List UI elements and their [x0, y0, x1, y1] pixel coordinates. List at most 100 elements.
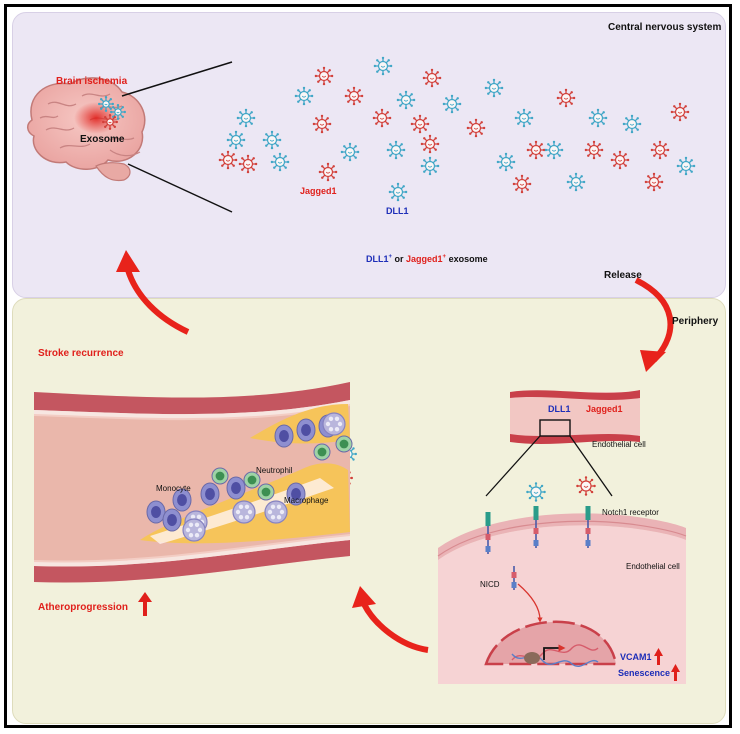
monocyte-cell — [226, 476, 246, 500]
exosome-dll1 — [514, 108, 534, 128]
vessel-jagged1-label: Jagged1 — [586, 404, 623, 414]
nicd-fragment — [511, 566, 517, 590]
notch-receptor-layer — [485, 506, 591, 590]
exosome-dll1 — [396, 90, 416, 110]
exosome-jagged1 — [584, 140, 604, 160]
brain-exosome — [102, 114, 119, 130]
exosome-dll1 — [373, 56, 393, 76]
immune-cell-layer — [146, 412, 353, 542]
zoom-line-top — [121, 61, 233, 97]
zoom-line-left — [485, 435, 541, 497]
exosome-jagged1 — [372, 108, 392, 128]
exosome-dll1 — [442, 94, 462, 114]
stroke-arrowhead — [116, 250, 140, 272]
release-arrowhead — [640, 350, 666, 372]
exosome-jagged1 — [312, 114, 332, 134]
legend-dll1: DLL1 — [366, 254, 389, 264]
exosome-dll1 — [262, 130, 282, 150]
legend-or: or — [392, 254, 407, 264]
vessel-dll1-label: DLL1 — [548, 404, 571, 414]
monocyte-cell — [274, 424, 294, 448]
release-label: Release — [604, 270, 642, 281]
neutrophil-cell — [243, 471, 261, 489]
stroke-arrow — [125, 269, 190, 335]
small-vessel — [510, 390, 640, 444]
notch1-receptor-label: Notch1 receptor — [602, 508, 659, 517]
monocyte-cell — [162, 508, 182, 532]
zoom-line-right — [569, 435, 613, 497]
dll1-label: DLL1 — [386, 206, 409, 216]
exosome-dll1 — [566, 172, 586, 192]
endothelial-cell-label-1: Endothelial cell — [592, 440, 646, 449]
brain-exosome — [110, 104, 127, 121]
vcam-up-arrow — [654, 648, 663, 665]
release-arrow — [634, 277, 674, 363]
notch1-receptor — [485, 512, 491, 554]
atheroprogression-label: Atheroprogression — [38, 602, 129, 613]
exosome-dll1 — [236, 108, 256, 128]
macrophage-cell — [322, 412, 346, 436]
bound-exosome-dll1 — [526, 482, 546, 502]
exosome-legend: DLL1+ or Jagged1+ exosome — [366, 254, 488, 264]
exosome-label: Exosome — [80, 134, 125, 145]
macrophage-cell — [182, 518, 206, 542]
exosome-dll1 — [622, 114, 642, 134]
neutrophil-cell — [257, 483, 275, 501]
exosome-dll1 — [388, 182, 408, 202]
jagged1-label: Jagged1 — [300, 186, 337, 196]
exosome-jagged1 — [344, 86, 364, 106]
endothelial-cell-label-2: Endothelial cell — [626, 562, 680, 571]
exosome-dll1 — [270, 152, 290, 172]
exosome-dll1 — [294, 86, 314, 106]
macrophage-cell — [232, 500, 256, 524]
macrophage-cell — [264, 500, 288, 524]
bound-exosome-jagged1 — [576, 476, 596, 496]
exosome-jagged1 — [466, 118, 486, 138]
senescence-up-arrow — [671, 664, 680, 681]
exosome-jagged1 — [218, 150, 238, 170]
exosome-dll1 — [544, 140, 564, 160]
brain-exosome — [98, 96, 115, 113]
exosome-jagged1 — [420, 134, 440, 154]
athero-up-arrow — [138, 592, 152, 616]
monocyte-cell — [296, 418, 316, 442]
exosome-jagged1 — [314, 66, 334, 86]
monocyte-label: Monocyte — [156, 484, 191, 493]
monocyte-cell — [286, 482, 306, 506]
periphery-title: Periphery — [672, 316, 719, 327]
exosome-jagged1 — [318, 162, 338, 182]
zoom-box — [539, 419, 571, 437]
exosome-jagged1 — [644, 172, 664, 192]
neutrophil-cell — [211, 467, 229, 485]
macrophage-label: Macrophage — [284, 496, 329, 505]
exosome-jagged1 — [422, 68, 442, 88]
neutrophil-cell — [335, 435, 353, 453]
exosome-jagged1 — [556, 88, 576, 108]
legend-jagged1: Jagged1 — [406, 254, 443, 264]
artery-illustration — [34, 382, 350, 583]
exosome-jagged1 — [410, 114, 430, 134]
neutrophil-cell — [313, 443, 331, 461]
exosome-dll1 — [484, 78, 504, 98]
cns-title: Central nervous system — [608, 22, 722, 33]
notch1-receptor — [585, 506, 591, 548]
brain-ischemia-label: Brain ischemia — [56, 76, 128, 87]
exosome-jagged1 — [670, 102, 690, 122]
monocyte-cell — [146, 500, 166, 524]
monocyte-cell — [200, 482, 220, 506]
exosome-dll1 — [420, 156, 440, 176]
stroke-recurrence-label: Stroke recurrence — [38, 348, 124, 359]
nicd-label: NICD — [480, 580, 500, 589]
exosome-dll1 — [676, 156, 696, 176]
exosome-jagged1 — [238, 154, 258, 174]
senescence-label: Senescence — [618, 668, 671, 678]
legend-exosome: exosome — [446, 254, 488, 264]
exosome-dll1 — [386, 140, 406, 160]
exosome-jagged1 — [650, 140, 670, 160]
exosome-dll1 — [340, 142, 360, 162]
monocyte-cell — [172, 488, 192, 512]
exosome-dll1 — [226, 130, 246, 150]
notch1-receptor — [533, 506, 539, 548]
athero-arrowhead — [352, 586, 376, 608]
